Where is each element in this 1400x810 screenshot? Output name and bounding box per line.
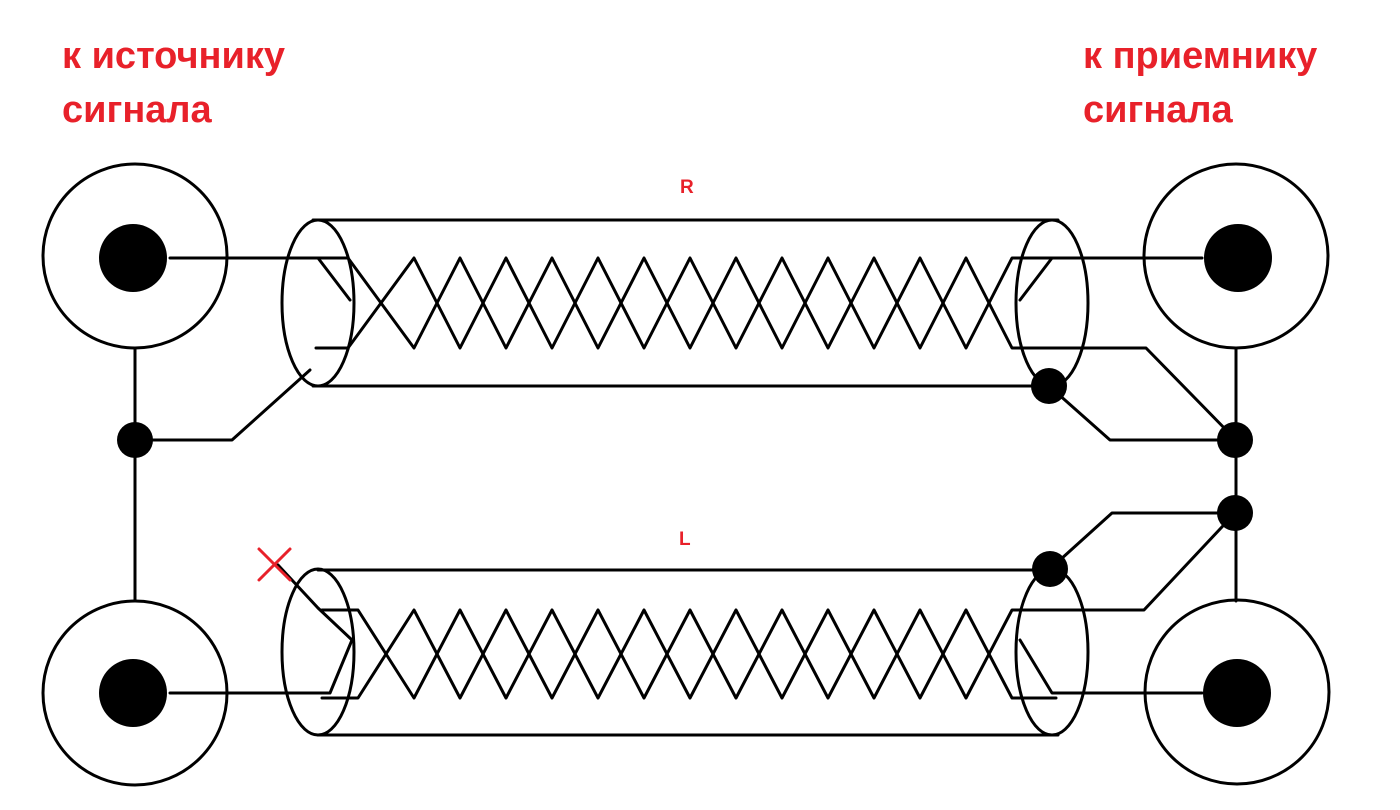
receiver-label-line1: к приемнику xyxy=(1083,35,1318,77)
connector-receiver-r xyxy=(1142,162,1330,350)
cable-l xyxy=(280,567,1090,737)
twisted-pair-r-b xyxy=(314,256,1058,350)
ground-node-receiver-l xyxy=(1217,495,1253,531)
receiver-label-line2: сигнала xyxy=(1083,89,1233,131)
ground-node-receiver-r xyxy=(1217,422,1253,458)
channel-label-l: L xyxy=(679,529,691,550)
shield-node-l xyxy=(1032,551,1068,587)
twisted-pair-l-a xyxy=(320,608,1058,700)
twisted-pair-l-b xyxy=(320,608,1058,700)
connector-source-r xyxy=(41,162,229,350)
receiver-wiring xyxy=(1016,256,1253,695)
x-mark-icon xyxy=(257,547,292,582)
source-label-line2: сигнала xyxy=(62,89,212,131)
twisted-pair-r-a xyxy=(314,256,1058,350)
ground-node-source xyxy=(117,422,153,458)
source-wiring xyxy=(117,256,354,695)
source-label: к источнику сигнала xyxy=(62,29,285,137)
cable-r xyxy=(280,218,1090,388)
channel-label-r: R xyxy=(680,177,694,198)
shield-node-r xyxy=(1031,368,1067,404)
receiver-label: к приемнику сигнала xyxy=(1083,29,1317,137)
source-label-line1: к источнику xyxy=(62,35,285,77)
